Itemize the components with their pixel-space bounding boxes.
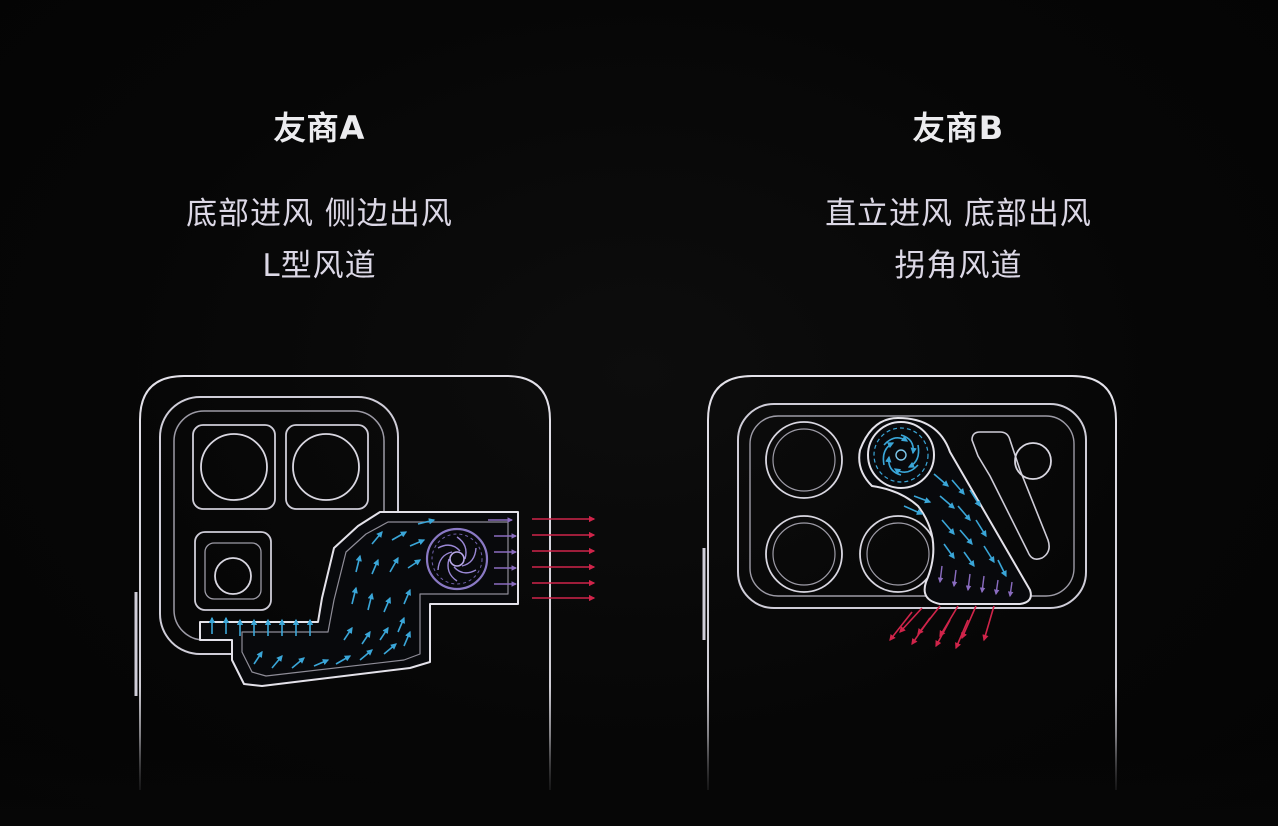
vendor-a-title: 友商A [273,109,366,147]
phone-a-l-duct [199,511,519,687]
fan-icon [425,527,489,591]
phone-a-body-outline [139,375,551,790]
camera-lens-icon [200,433,268,501]
airflow-arrow [383,643,397,655]
airflow-arrow [371,558,379,575]
vendor-b-title: 友商B [912,109,1005,147]
airflow-arrow [335,655,352,665]
vendor-a-description: 底部进风 侧边出风 L型风道 [0,188,639,292]
camera-lens-icon [1014,442,1052,480]
vendor-a-desc-line2: L型风道 [262,248,377,284]
airflow-arrow [969,489,981,508]
airflow-arrow [957,505,971,521]
vendor-b-desc-line1: 直立进风 底部出风 [825,196,1092,232]
camera-lens-icon [859,515,937,593]
vendor-b-desc-line2: 拐角风道 [894,248,1023,284]
airflow-arrow [975,519,987,538]
airflow-arrow [389,556,399,573]
airflow-arrow [379,626,389,641]
airflow-arrow [889,611,913,642]
airflow-arrow [253,650,263,665]
airflow-arrow [955,619,969,650]
panel-vendor-a: 友商A 底部进风 侧边出风 L型风道 [0,109,639,292]
airflow-arrow [997,559,1007,578]
vendor-a-desc-line1: 底部进风 侧边出风 [186,196,453,232]
airflow-arrow [939,495,955,509]
airflow-arrow [359,649,373,661]
camera-lens-icon [214,557,252,595]
airflow-arrow [417,518,436,525]
airflow-arrow [965,573,972,592]
airflow-arrow [963,551,975,568]
airflow-arrow [903,505,924,515]
airflow-arrow [961,605,977,640]
airflow-arrow [993,579,1000,596]
airflow-arrow [982,605,995,642]
airflow-arrow [367,592,374,611]
airflow-arrow [361,630,371,645]
airflow-arrow [933,473,949,487]
phone-b [702,375,1117,790]
panel-vendor-b: 友商B 直立进风 底部出风 拐角风道 [639,0,1278,826]
airflow-arrow [899,607,923,633]
phone-b-camera-module [737,403,1087,609]
airflow-arrow [313,659,330,667]
airflow-arrow [355,554,362,573]
airflow-arrow [983,545,995,564]
airflow-arrow [291,657,305,669]
phone-b-flash-slot [971,431,1050,560]
airflow-arrow [371,531,383,545]
camera-lens-icon [765,515,843,593]
camera-lens-icon [765,421,843,499]
airflow-arrow [397,616,405,633]
airflow-arrow [937,565,944,584]
airflow-arrow [913,495,932,504]
fan-icon [867,421,935,489]
airflow-arrow [943,543,955,560]
phone-a [134,375,596,790]
airflow-arrow [1007,581,1014,598]
airflow-arrow [911,617,931,646]
airflow-arrow [383,596,391,613]
airflow-arrow [343,626,353,641]
airflow-arrow [409,539,426,547]
airflow-arrow [271,655,283,669]
vendor-b-description: 直立进风 底部出风 拐角风道 [639,188,1278,292]
airflow-arrow [391,531,408,541]
airflow-arrow [941,519,955,535]
airflow-arrow [959,529,973,545]
airflow-arrow [951,569,958,588]
phone-b-corner-duct [858,417,1032,605]
airflow-arrow [979,575,986,594]
airflow-arrow [351,586,358,605]
airflow-arrow [403,588,411,605]
airflow-arrow [935,619,951,648]
airflow-arrow [403,630,411,647]
camera-lens-icon [292,433,360,501]
airflow-arrow [407,559,422,569]
phone-b-body-outline [707,375,1117,790]
airflow-arrow [951,479,965,495]
